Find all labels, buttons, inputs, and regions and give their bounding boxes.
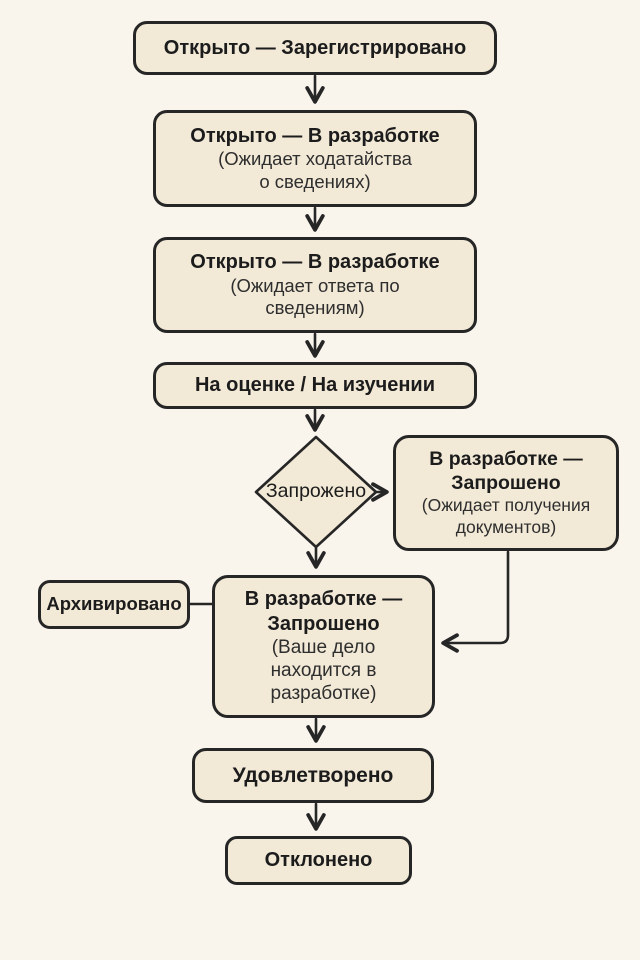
node-note: (Ожидает ходатайства о сведениях) bbox=[218, 148, 412, 192]
node-note: (Ваше дело находится в разработке) bbox=[270, 637, 377, 705]
node-archived: Архивировано bbox=[38, 580, 190, 629]
node-on-evaluation: На оценке / На изучении bbox=[153, 362, 477, 409]
node-opened-registered: Открыто — Зарегистрировано bbox=[133, 21, 497, 75]
node-title: Открыто — В разработке bbox=[190, 251, 440, 274]
node-in-dev-requested-waiting-docs: В разработке — Запрошено (Ожидает получе… bbox=[393, 435, 619, 551]
node-note: (Ожидает ответа по сведениям) bbox=[230, 274, 400, 319]
node-rejected: Отклонено bbox=[225, 836, 412, 885]
node-title: В разработке — Запрошено bbox=[244, 588, 403, 635]
node-title: Открыто — В разработке bbox=[190, 124, 440, 147]
node-opened-in-dev-motion: Открыто — В разработке (Ожидает ходатайс… bbox=[153, 110, 477, 207]
node-note: (Ожидает получения документов) bbox=[421, 495, 591, 537]
node-opened-in-dev-answer: Открыто — В разработке (Ожидает ответа п… bbox=[153, 237, 477, 333]
node-title: Архивировано bbox=[46, 593, 182, 615]
arrow-docs-to-case bbox=[441, 550, 510, 653]
node-title: В разработке — Запрошено bbox=[429, 447, 583, 494]
node-title: Отклонено bbox=[264, 849, 373, 872]
node-title: На оценке / На изучении bbox=[194, 374, 436, 397]
node-satisfied: Удовлетворено bbox=[192, 748, 434, 803]
node-in-dev-requested-case: В разработке — Запрошено (Ваше дело нахо… bbox=[212, 575, 435, 718]
decision-label: Запрожено bbox=[265, 480, 367, 502]
node-title: Открыто — Зарегистрировано bbox=[163, 36, 467, 59]
node-title: Удовлетворено bbox=[232, 763, 394, 787]
